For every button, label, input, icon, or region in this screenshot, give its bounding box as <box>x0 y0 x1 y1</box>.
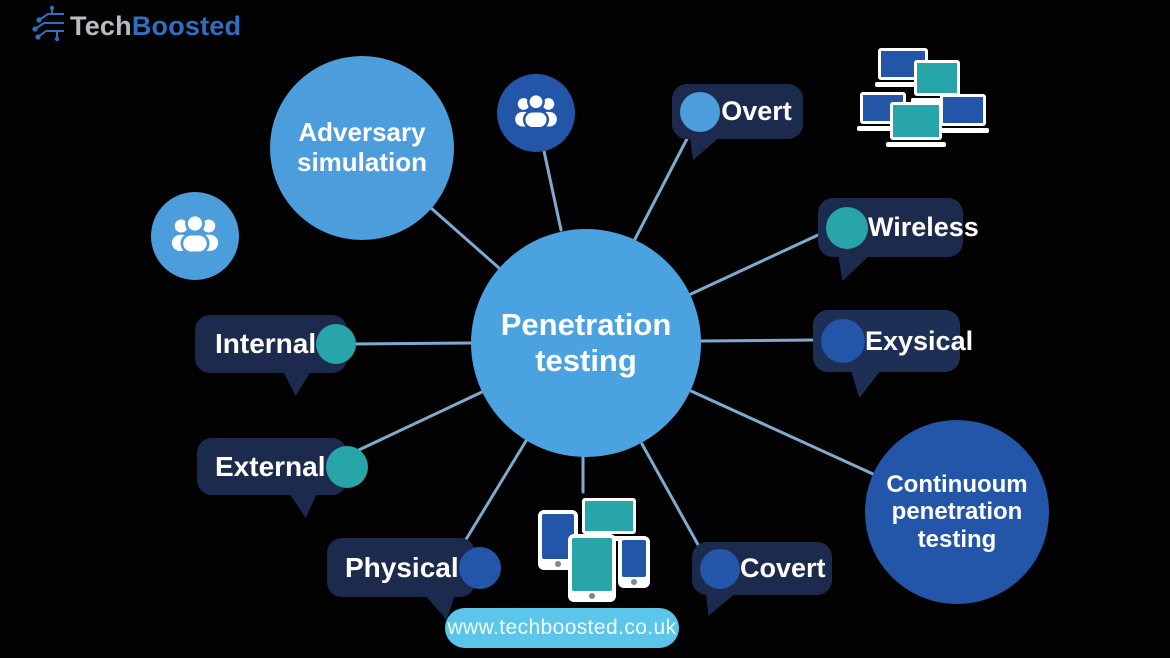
center-node-label: Penetration testing <box>500 307 672 378</box>
bubble-dot <box>316 324 357 364</box>
group-icon <box>515 92 557 130</box>
bubble-label-wireless: Wireless <box>868 212 979 242</box>
mobile-devices-icon <box>536 490 654 608</box>
connector-line <box>633 131 692 241</box>
connector-line <box>346 341 473 346</box>
bubble-internal: Internal <box>195 315 357 396</box>
bubble-dot <box>680 91 720 132</box>
brand-name-primary: Tech <box>70 11 132 41</box>
bubble-physical: Physical <box>327 538 501 620</box>
bubble-label-external: External <box>215 450 326 482</box>
circuit-icon <box>26 4 68 49</box>
connector-line <box>344 390 484 458</box>
connector-line <box>640 442 703 552</box>
website-url-pill: www.techboosted.co.uk <box>445 608 679 648</box>
adversary-simulation-label: Adversary simulation <box>296 117 427 177</box>
continuous-penetration-testing-label: Continuoum penetration testing <box>886 470 1028 553</box>
group-icon-node-top <box>497 74 575 152</box>
brand-name-secondary: Boosted <box>131 11 242 41</box>
group-icon <box>171 213 219 255</box>
bubble-label-internal: Internal <box>215 328 317 359</box>
brand-logo: TechBoosted <box>26 4 241 49</box>
connector-line <box>689 389 875 476</box>
bubble-external: External <box>197 438 368 518</box>
bubble-wireless: Wireless <box>818 198 979 281</box>
bubble-covert: Covert <box>692 542 832 616</box>
connector-line <box>689 233 820 296</box>
bubble-physical-right: Exysical <box>813 310 973 398</box>
node-continuous-penetration-testing: Continuoum penetration testing <box>865 420 1049 604</box>
connector-line <box>699 338 816 343</box>
connector-line <box>429 206 501 270</box>
center-node-penetration-testing: Penetration testing <box>471 229 701 457</box>
bubble-dot <box>700 548 740 589</box>
bubble-label-covert: Covert <box>740 553 826 583</box>
group-icon-node-left <box>151 192 239 280</box>
website-url: www.techboosted.co.uk <box>447 616 677 639</box>
bubble-dot <box>821 319 865 363</box>
bubble-dot <box>458 546 501 589</box>
laptop-cluster-icon <box>856 42 992 147</box>
bubble-label-physical: Physical <box>345 551 459 583</box>
bubble-overt: Overt <box>672 84 803 160</box>
connector-line <box>542 149 563 232</box>
node-adversary-simulation: Adversary simulation <box>270 56 454 240</box>
connector-line <box>460 439 528 548</box>
bubble-label-physical-right: Exysical <box>865 325 974 356</box>
bubble-dot <box>325 445 368 488</box>
bubble-dot <box>826 206 868 249</box>
bubble-label-overt: Overt <box>721 96 792 126</box>
